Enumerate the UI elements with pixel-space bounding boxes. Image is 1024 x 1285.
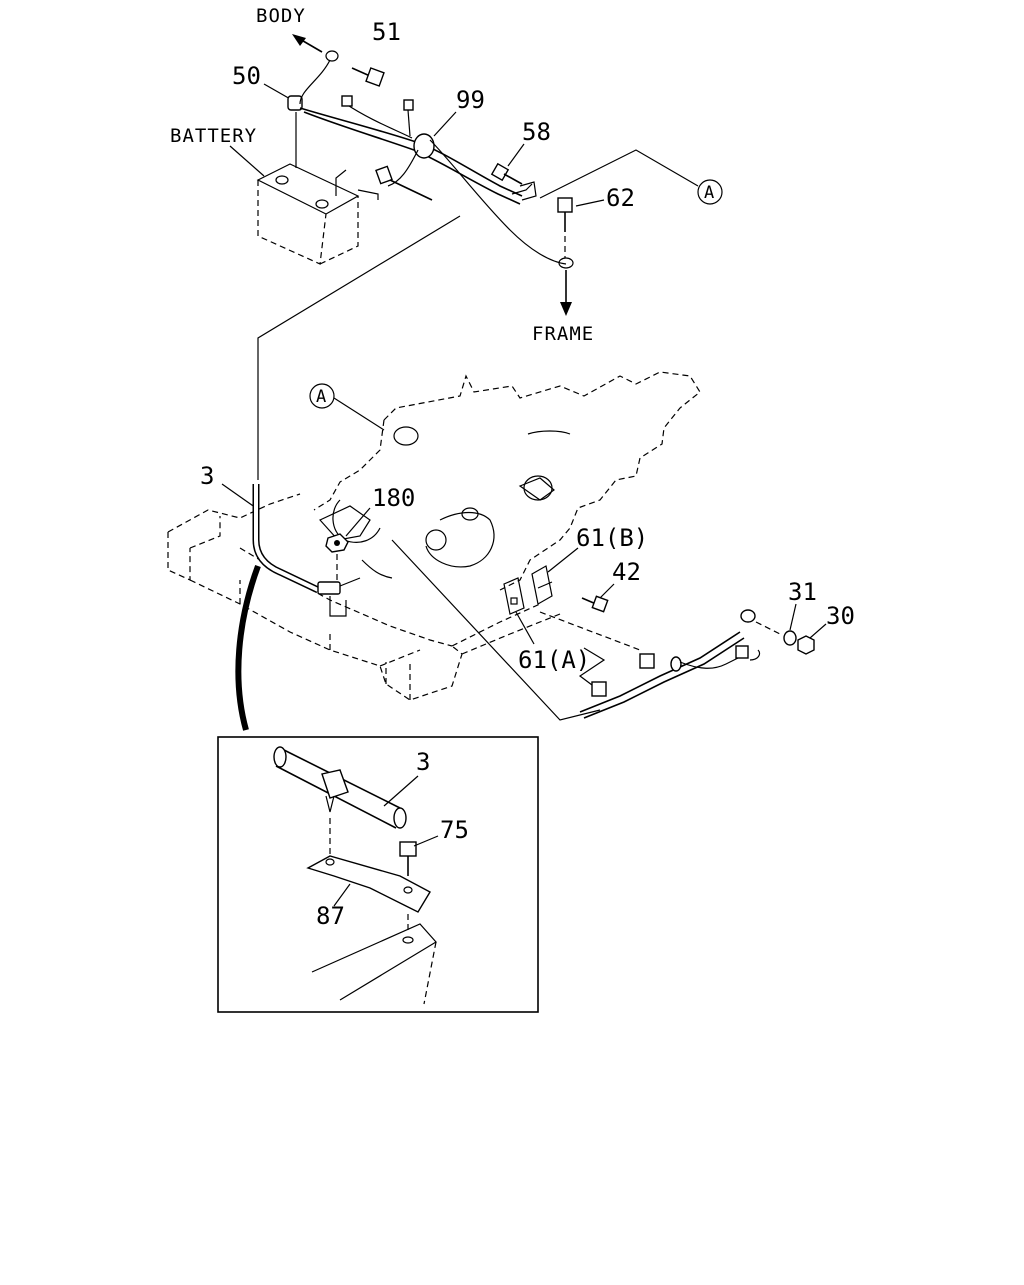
label-ref-a-engine: A <box>316 387 326 407</box>
body-arrow-icon <box>292 34 323 53</box>
label-frame: FRAME <box>532 323 594 345</box>
label-30: 30 <box>826 602 855 630</box>
cable-icon <box>579 609 781 719</box>
nut-icon <box>325 533 349 582</box>
label-42: 42 <box>612 558 641 586</box>
label-61a: 61(A) <box>518 646 590 674</box>
label-99: 99 <box>456 86 485 114</box>
label-3: 3 <box>200 462 214 490</box>
label-61b: 61(B) <box>576 524 648 552</box>
label-body: BODY <box>256 5 306 27</box>
bolt-icon <box>581 595 609 613</box>
engine-icon <box>313 371 701 591</box>
bracket-icon <box>503 577 525 615</box>
label-detail-3: 3 <box>416 748 430 776</box>
label-51: 51 <box>372 18 401 46</box>
bolt-icon <box>557 197 573 232</box>
washer-icon <box>325 50 339 62</box>
detail-cable-icon <box>273 746 407 829</box>
detail-frame-icon <box>311 923 437 1005</box>
washer-icon <box>783 630 797 646</box>
battery-icon <box>256 112 379 265</box>
bolt-icon <box>399 841 417 876</box>
nut-icon <box>797 635 815 655</box>
label-battery: BATTERY <box>170 125 257 147</box>
label-180: 180 <box>372 484 415 512</box>
frame-arrow-icon <box>560 270 572 316</box>
ref-a-engine-marker: A <box>309 383 335 409</box>
label-ref-a-top: A <box>704 183 714 203</box>
crossmember-icon <box>167 493 561 701</box>
detail-box <box>217 736 539 1013</box>
label-87: 87 <box>316 902 345 930</box>
bracket-87-icon <box>306 855 431 913</box>
label-58: 58 <box>522 118 551 146</box>
cable-icon <box>252 484 361 617</box>
label-31: 31 <box>788 578 817 606</box>
label-50: 50 <box>232 62 261 90</box>
bracket-icon <box>531 565 553 605</box>
bolt-icon <box>351 67 385 87</box>
label-75: 75 <box>440 816 469 844</box>
ref-a-top-marker: A <box>697 179 723 205</box>
label-62: 62 <box>606 184 635 212</box>
bolt-icon <box>490 162 523 185</box>
cable-icon <box>287 59 567 265</box>
